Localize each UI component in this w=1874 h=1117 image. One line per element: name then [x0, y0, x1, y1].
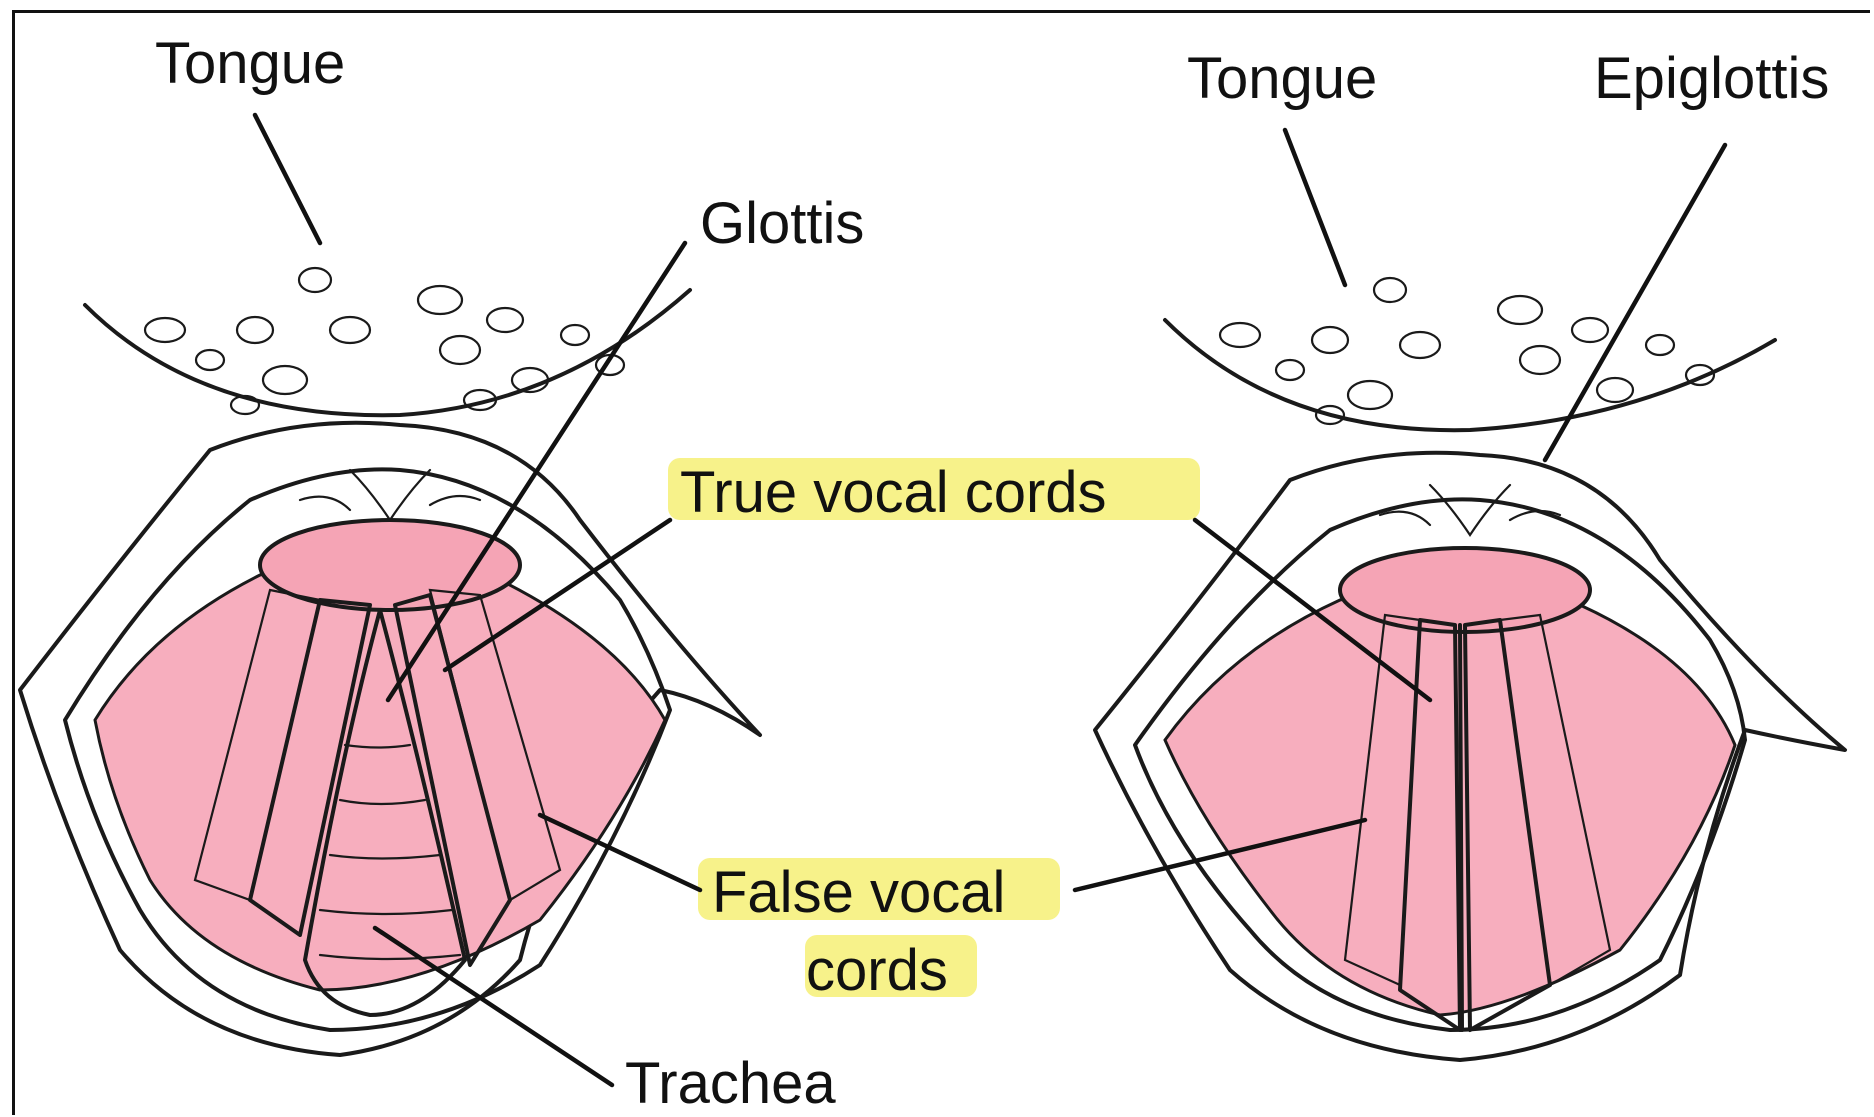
right-closed-glottis-line	[1460, 625, 1462, 1030]
right-vestibule	[1165, 586, 1735, 1015]
left-tongue-surface	[85, 290, 690, 415]
label-true-vocal-cords: True vocal cords	[680, 460, 1107, 525]
label-epiglottis: Epiglottis	[1594, 46, 1829, 111]
label-tongue-left: Tongue	[155, 31, 345, 96]
label-false-vocal-line1: False vocal	[712, 860, 1005, 925]
label-false-vocal-line2: cords	[806, 938, 948, 1003]
right-tongue-surface	[1165, 320, 1775, 430]
left-epiglottis-veins	[300, 470, 480, 520]
left-vestibule	[95, 559, 665, 990]
right-epiglottis-disc	[1340, 548, 1590, 632]
right-larynx-closed	[1095, 278, 1845, 1060]
label-trachea: Trachea	[625, 1051, 836, 1116]
left-tongue-texture	[145, 268, 624, 414]
leader-tongue-right	[1285, 130, 1345, 285]
label-tongue-right: Tongue	[1187, 46, 1377, 111]
leader-tongue-left	[255, 115, 320, 243]
label-glottis: Glottis	[700, 191, 864, 256]
leader-epiglottis	[1545, 145, 1725, 460]
